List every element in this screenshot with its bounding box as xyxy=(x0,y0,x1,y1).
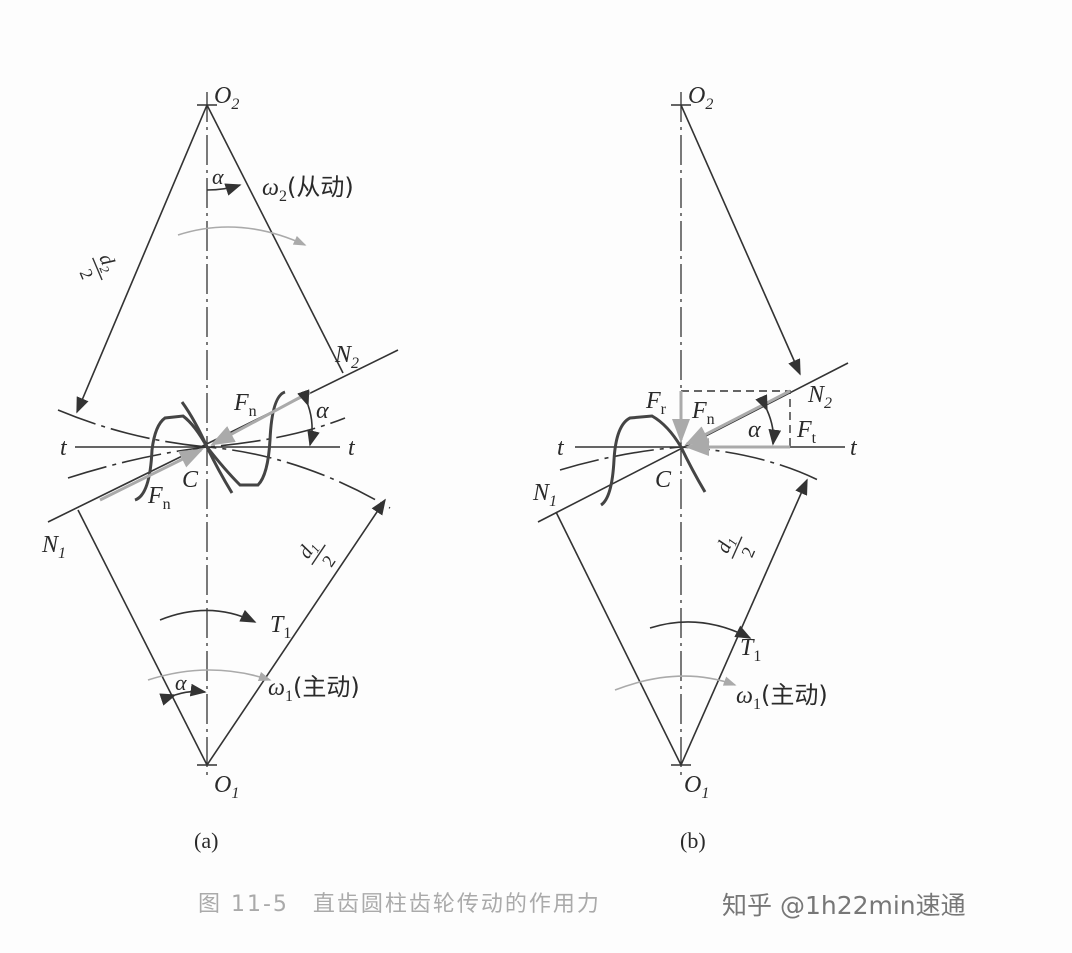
label-omega2: ω2(从动) xyxy=(262,173,354,205)
alpha-angle-arc xyxy=(297,389,320,447)
label-alpha: α xyxy=(316,398,329,424)
omega1-arrow xyxy=(147,669,272,682)
label-alpha-top: α xyxy=(212,164,224,189)
svg-text:2: 2 xyxy=(76,266,98,282)
figure-caption: 图 11-5 直齿圆柱齿轮传动的作用力 xyxy=(198,892,601,917)
d1-radius-arrow xyxy=(680,478,808,766)
d1-radius-arrow xyxy=(206,498,386,766)
label-o2: O2 xyxy=(688,83,713,113)
force-fn-lower xyxy=(99,448,204,502)
watermark: 知乎 @1h22min速通 xyxy=(722,891,966,920)
label-t-right: t xyxy=(348,435,356,461)
label-fn-upper: Fn xyxy=(233,390,257,420)
label-t1: T1 xyxy=(270,612,291,642)
label-omega1: ω1(主动) xyxy=(736,681,828,713)
svg-text:d1: d1 xyxy=(712,532,741,557)
alpha-angle-arc xyxy=(755,394,782,446)
o1-n1-line xyxy=(555,511,682,766)
t1-arrow xyxy=(649,621,752,639)
label-o2: O2 xyxy=(214,83,239,113)
label-omega1-t1: T1 xyxy=(740,635,761,665)
label-d2-half: d2 2 xyxy=(76,251,119,282)
force-fn-upper xyxy=(210,390,311,446)
gear-tooth xyxy=(600,414,707,507)
t1-arrow xyxy=(159,609,257,623)
label-o1: O1 xyxy=(214,772,239,802)
label-b: (b) xyxy=(680,828,706,853)
label-n1: N1 xyxy=(41,532,66,562)
label-fn-lower: Fn xyxy=(147,483,171,513)
label-t-left: t xyxy=(557,435,565,461)
label-alpha: α xyxy=(748,417,761,443)
label-alpha-bottom: α xyxy=(175,670,187,695)
label-ft: Ft xyxy=(796,417,817,447)
label-d1-half: d1 2 xyxy=(712,532,759,560)
label-c: C xyxy=(182,467,199,493)
label-a: (a) xyxy=(194,828,218,853)
label-n1: N1 xyxy=(532,480,557,510)
diagram-b: O2 O1 N2 N1 C t t α Fr Fn Ft T1 ω1(主动) d… xyxy=(532,83,858,853)
svg-text:2: 2 xyxy=(318,552,340,571)
gear-tooth xyxy=(180,390,286,487)
svg-text:2: 2 xyxy=(737,544,759,560)
label-d1-half: d1 2 xyxy=(294,541,340,571)
omega2-arrow xyxy=(177,226,307,246)
gear-tooth xyxy=(134,414,234,502)
o2-n2-line xyxy=(206,104,344,374)
label-n2: N2 xyxy=(807,382,832,412)
d2-radius-arrow xyxy=(76,104,208,414)
label-fn: Fn xyxy=(691,398,715,428)
o1-n1-line xyxy=(77,509,208,766)
o2-n2-arrow xyxy=(680,104,801,376)
label-t-left: t xyxy=(60,435,68,461)
diagram-a: O2 O1 N2 N1 C t t α α α Fn Fn ω2(从动) ω1(… xyxy=(41,83,399,853)
label-c: C xyxy=(655,467,672,493)
label-fr: Fr xyxy=(645,388,667,418)
pitch-circle-1 xyxy=(67,446,391,509)
omega1-arrow xyxy=(614,675,737,691)
label-t-right: t xyxy=(850,435,858,461)
label-n2: N2 xyxy=(334,342,359,372)
pitch-circle-2 xyxy=(57,409,346,448)
line-of-action xyxy=(47,349,399,523)
label-o1: O1 xyxy=(684,772,709,802)
label-omega1: ω1(主动) xyxy=(268,673,360,705)
